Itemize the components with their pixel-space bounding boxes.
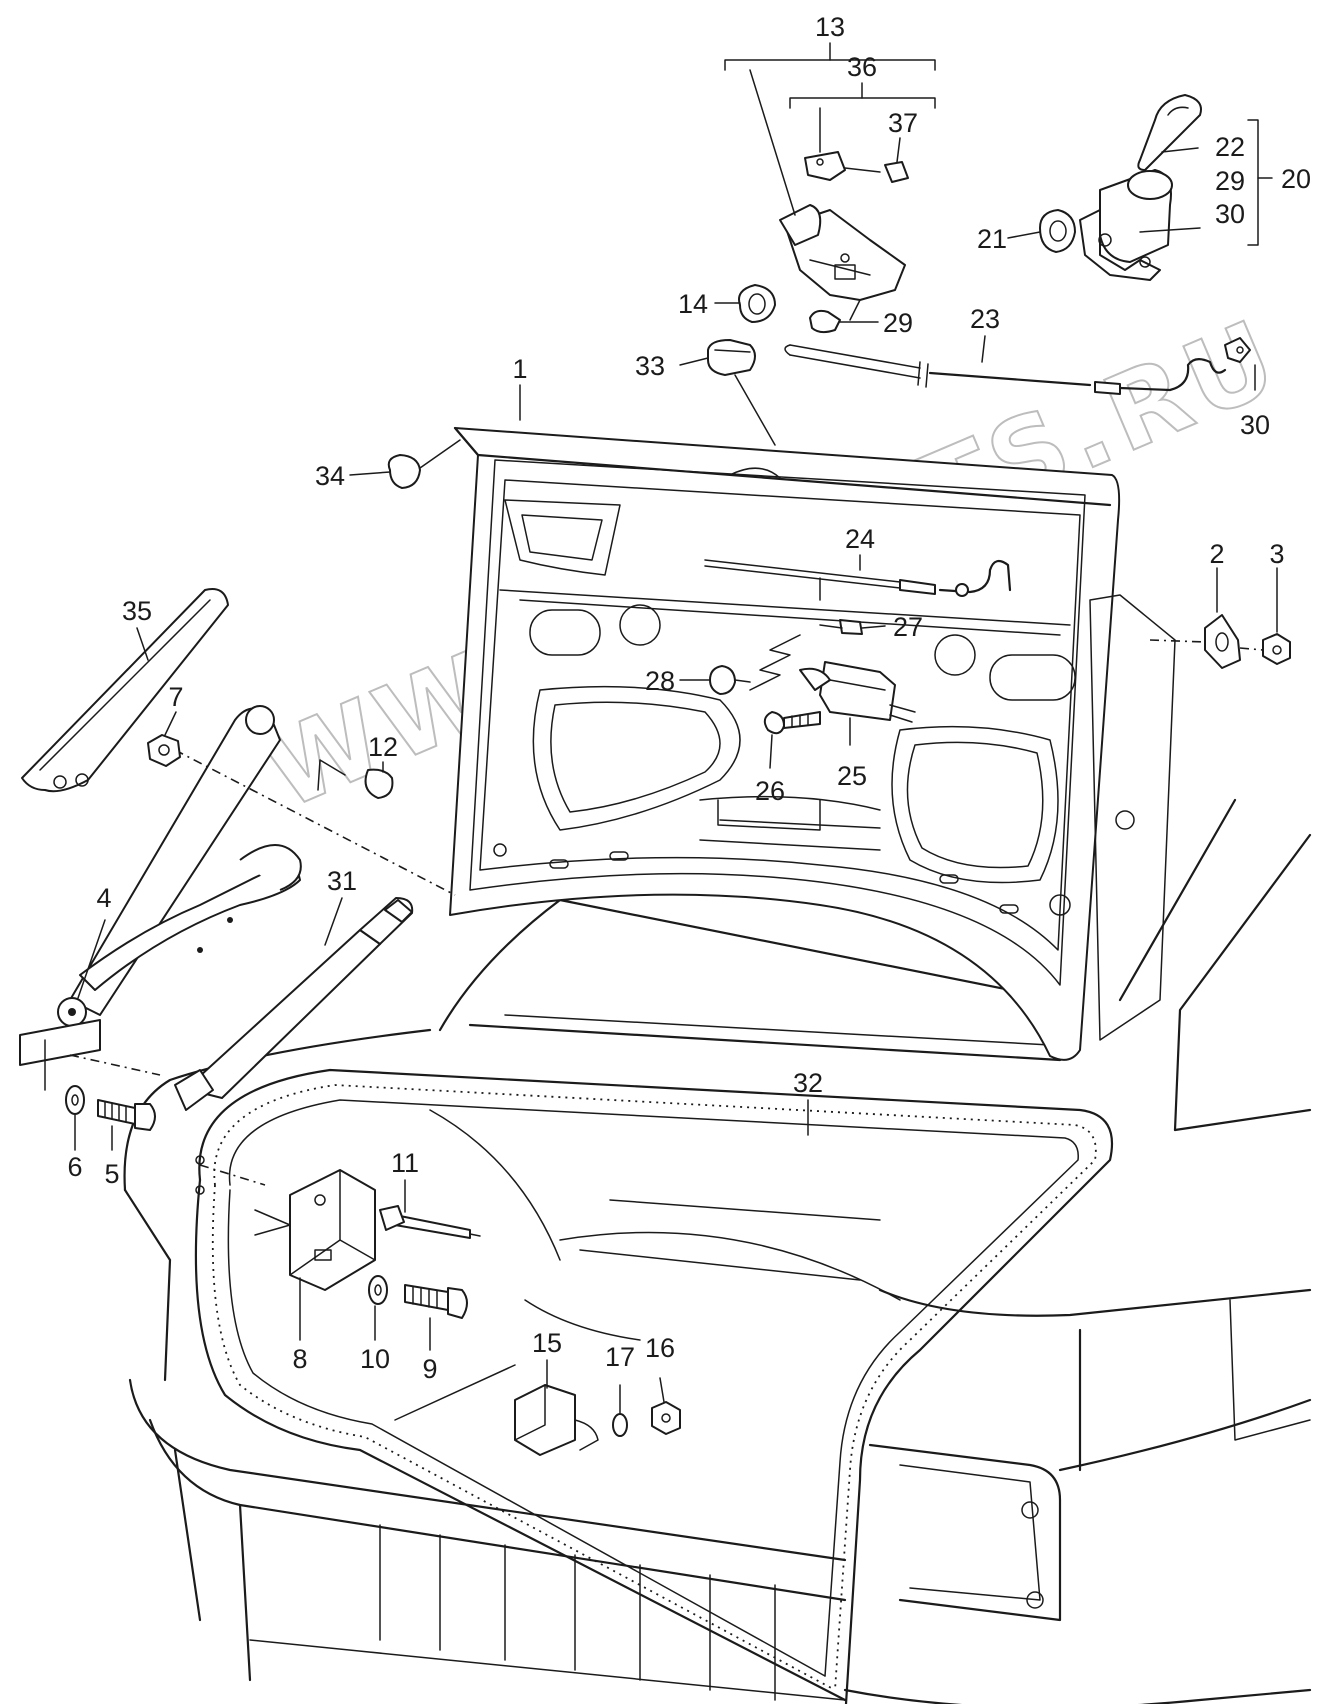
grommet-14 (738, 284, 776, 323)
callout-1: 1 (512, 354, 527, 384)
bolt-5 (97, 1099, 156, 1131)
hinge-cover-35 (21, 588, 229, 793)
callout-12: 12 (368, 732, 398, 762)
striker-pin-11 (379, 1205, 481, 1239)
callout-6: 6 (67, 1152, 82, 1182)
callout-25: 25 (837, 761, 867, 791)
callout-15: 15 (532, 1328, 562, 1358)
striker-15 (514, 1384, 599, 1456)
nut-21 (1039, 209, 1076, 253)
callout-30: 30 (1240, 410, 1270, 440)
callout-37: 37 (888, 108, 918, 138)
callout-3: 3 (1269, 539, 1284, 569)
callout-31: 31 (327, 866, 357, 896)
buffer-33 (707, 339, 756, 376)
washer-6 (65, 1085, 85, 1115)
nut-16 (651, 1401, 681, 1435)
key-22 (1137, 94, 1202, 171)
lock-part-37 (884, 161, 909, 183)
callout-36: 36 (847, 52, 877, 82)
callout-32: 32 (793, 1068, 823, 1098)
release-cable-23 (784, 337, 1251, 395)
callout-11: 11 (391, 1148, 419, 1178)
washer-10 (368, 1275, 388, 1305)
callout-8: 8 (292, 1344, 307, 1374)
callout-20: 20 (1281, 164, 1311, 194)
car-rear-body (123, 798, 1312, 1704)
callout-30-key: 30 (1215, 199, 1245, 229)
bolt-9 (404, 1284, 468, 1319)
lock-part-36 (804, 151, 881, 181)
callout-29: 29 (883, 308, 913, 338)
callout-5: 5 (104, 1159, 119, 1189)
callout-labels: 1 2 3 4 5 6 7 8 9 10 11 12 13 14 15 16 1… (67, 12, 1311, 1384)
buffer-2 (1204, 614, 1241, 669)
leader-lines (74, 42, 1278, 1421)
washer-17 (612, 1413, 628, 1437)
cable-24 (704, 559, 1012, 597)
grommet-28 (709, 665, 751, 695)
callout-16: 16 (645, 1333, 675, 1363)
screw-26 (763, 711, 821, 735)
callout-13: 13 (815, 12, 845, 42)
striker-bracket-8 (254, 1169, 376, 1291)
callout-26: 26 (755, 776, 785, 806)
callout-22: 22 (1215, 132, 1245, 162)
hinge-assembly-4 (19, 705, 302, 1091)
callout-28: 28 (645, 666, 675, 696)
callout-4: 4 (96, 883, 111, 913)
lock-assembly-13 (779, 204, 906, 321)
callout-27: 27 (893, 612, 923, 642)
callout-17: 17 (605, 1342, 635, 1372)
callout-23: 23 (970, 304, 1000, 334)
callout-21: 21 (977, 224, 1007, 254)
callout-7: 7 (168, 682, 183, 712)
buffer-34 (387, 454, 421, 489)
spring-27 (749, 619, 863, 691)
callout-2: 2 (1209, 539, 1224, 569)
callout-29-key: 29 (1215, 166, 1245, 196)
nut-3 (1262, 633, 1291, 665)
nut-7 (147, 734, 181, 767)
clip-29 (809, 309, 841, 334)
callout-14: 14 (678, 289, 708, 319)
trunk-lid (449, 426, 1176, 1061)
callout-35: 35 (122, 596, 152, 626)
callout-10: 10 (360, 1344, 390, 1374)
gas-strut-31 (174, 897, 414, 1111)
callout-9: 9 (422, 1354, 437, 1384)
lock-25 (799, 661, 916, 723)
callout-34: 34 (315, 461, 345, 491)
lock-cylinder-20 (1079, 169, 1173, 281)
callout-33: 33 (635, 351, 665, 381)
callout-24: 24 (845, 524, 875, 554)
